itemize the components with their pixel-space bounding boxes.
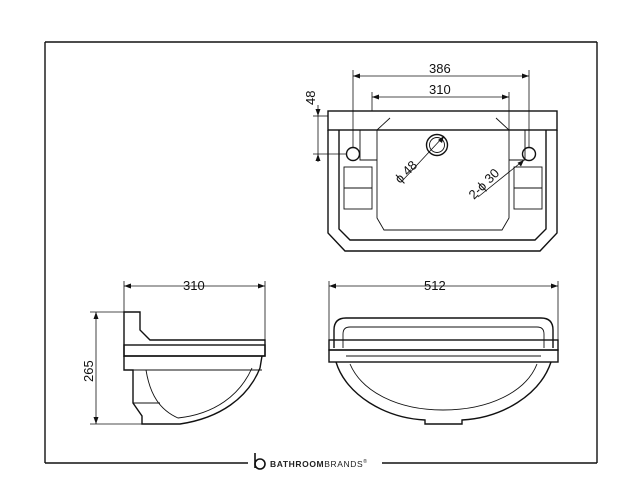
dim-48-label: 48	[303, 91, 318, 105]
dim-310-side-label: 310	[183, 278, 205, 293]
brand-name-bold: BATHROOM	[270, 459, 324, 469]
dim-hole-30-label: 2-ϕ 30	[466, 165, 503, 202]
dim-310-top-label: 310	[429, 82, 451, 97]
b-logo-icon	[254, 453, 266, 470]
front-view	[328, 281, 559, 425]
dim-265-label: 265	[81, 360, 96, 382]
drawing-frame	[44, 41, 598, 464]
svg-text:BATHROOMBRANDS®: BATHROOMBRANDS®	[270, 458, 368, 469]
brand-logo: BATHROOMBRANDS®	[254, 453, 368, 470]
brand-name-light: BRANDS	[324, 459, 363, 469]
dim-hole-48-label: ϕ 48	[392, 158, 421, 187]
plan-view	[313, 70, 558, 252]
registered-mark: ®	[363, 458, 367, 465]
side-view	[90, 281, 266, 425]
dim-512-label: 512	[424, 278, 446, 293]
dim-386-label: 386	[429, 61, 451, 76]
